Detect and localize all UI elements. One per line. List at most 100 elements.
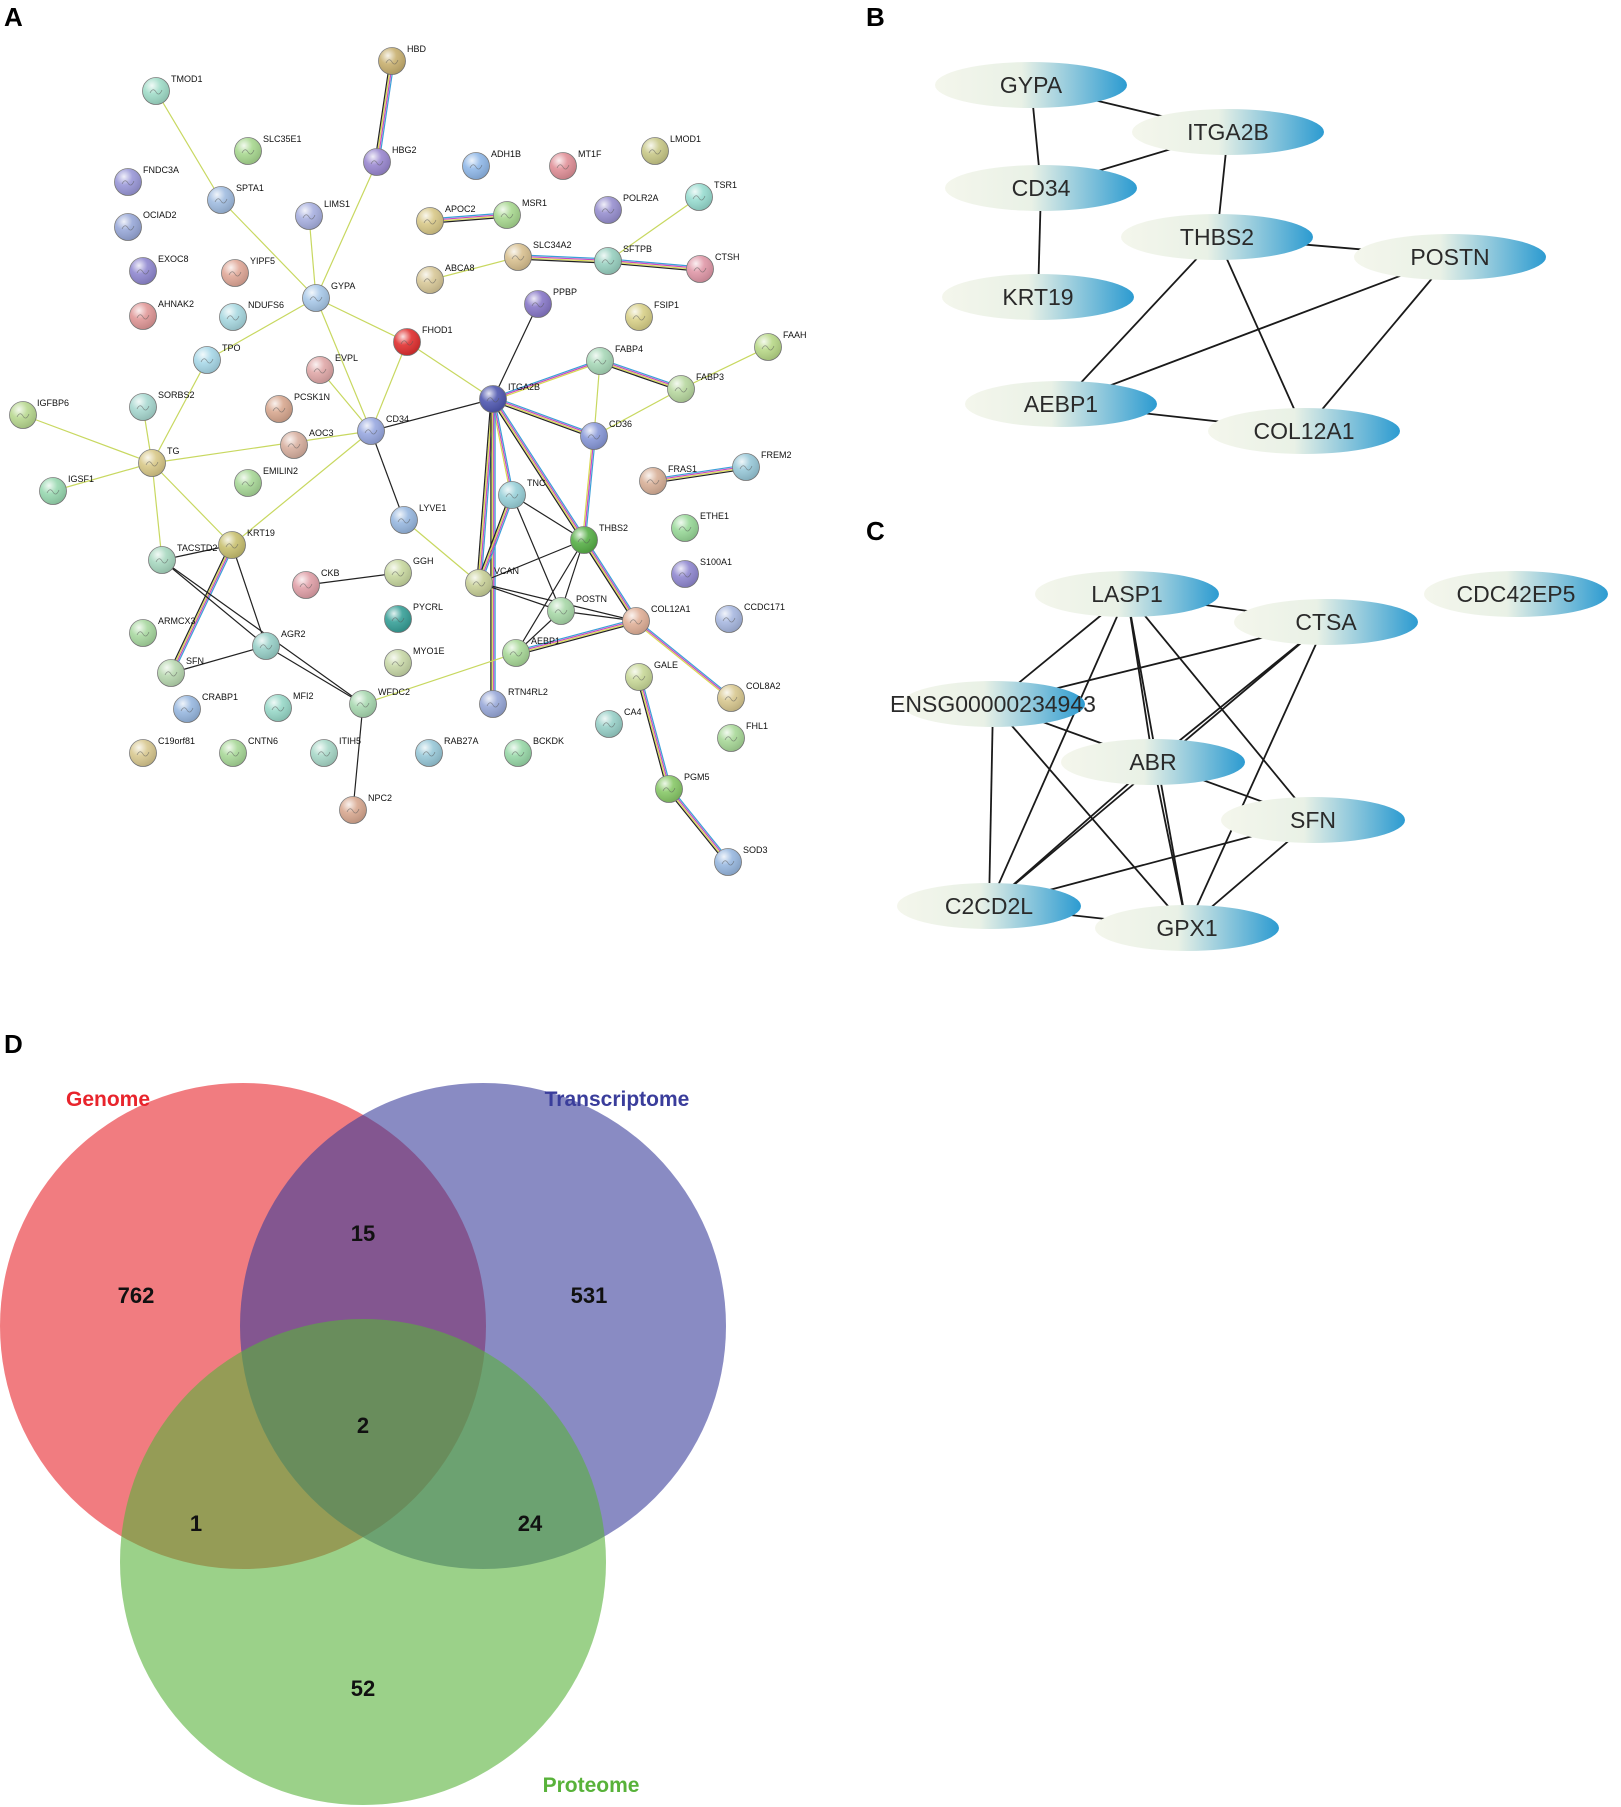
network-a-node: ITGA2B [479, 382, 540, 413]
network-a-node-structure-icon [722, 617, 736, 623]
network-a-node-structure-icon [272, 407, 286, 413]
network-a-node-label: IGFBP6 [37, 398, 69, 408]
network-a-node: CNTN6 [219, 736, 278, 767]
network-a-node-gloss [580, 422, 608, 450]
network-a-edge-strand [169, 544, 232, 673]
network-a-edge-strand [22, 414, 153, 464]
network-a-node-gloss [595, 710, 623, 738]
network-a-node-label: FNDC3A [143, 165, 179, 175]
network-a-edge-strand [492, 360, 601, 400]
network-b-edge [1060, 256, 1451, 405]
network-a-edge [315, 161, 378, 299]
network-a-edge-strand [374, 60, 391, 162]
network-c-node-ellipse [901, 681, 1085, 727]
network-a-node: SPTA1 [207, 183, 264, 214]
network-a-node-structure-icon [309, 296, 323, 302]
network-a-node-label: EMILIN2 [263, 466, 298, 476]
network-a-node-structure-icon [356, 702, 370, 708]
network-a-edge-strand [583, 435, 595, 541]
network-a-edge [652, 464, 747, 484]
network-a-edge [517, 254, 609, 264]
network-a-node-gloss [349, 690, 377, 718]
network-a-node: GALE [625, 660, 678, 691]
network-a-node-label: FABP3 [696, 372, 724, 382]
network-a-node-label: EVPL [335, 353, 358, 363]
network-a-edge-strand [518, 254, 609, 260]
network-c-node-ellipse [1424, 571, 1608, 617]
network-a-node-structure-icon [370, 160, 384, 166]
network-a-node: TPO [193, 343, 241, 374]
network-a-edge-strand [635, 620, 732, 699]
network-a-node: CD36 [580, 419, 632, 450]
network-a-edge [607, 196, 700, 262]
network-a-edge [370, 430, 405, 521]
network-a-node-gloss [384, 605, 412, 633]
network-a-edge-strand [517, 258, 608, 264]
panel-label-a: A [4, 2, 23, 32]
network-a-edge [370, 398, 494, 432]
network-b-node: ITGA2B [1132, 109, 1324, 155]
network-a-node: ABCA8 [416, 263, 475, 294]
network-c-node: LASP1 [1035, 571, 1219, 617]
network-b-node-label: POSTN [1410, 244, 1489, 270]
network-a-edge-strand [666, 789, 727, 864]
network-a-node: PCSK1N [265, 392, 330, 423]
network-a-edge-strand [584, 436, 596, 541]
network-a-edge-strand [220, 199, 317, 299]
network-a-node-gloss [114, 168, 142, 196]
network-c-node-ellipse [1095, 905, 1279, 951]
network-a-edge-strand [315, 161, 378, 299]
network-b-node-ellipse [1208, 408, 1400, 454]
network-a-node-label: EXOC8 [158, 254, 189, 264]
network-a-edge-strand [639, 676, 671, 789]
network-a-node-structure-icon [472, 581, 486, 587]
network-a-node-gloss [221, 259, 249, 287]
network-b-edge [1303, 256, 1451, 432]
network-c-node-label: CDC42EP5 [1457, 581, 1576, 607]
network-a-edge-strand [172, 545, 235, 675]
network-a-edge [305, 572, 399, 586]
network-a-node-structure-icon [500, 213, 514, 219]
network-a-edge [370, 341, 408, 432]
network-a-node: LMOD1 [641, 134, 701, 165]
panel-label-c: C [866, 516, 885, 546]
network-a-node-structure-icon [486, 702, 500, 708]
network-c-nodes: LASP1CTSACDC42EP5ENSG00000234943ABRSFNC2… [890, 571, 1608, 951]
panel-label-b: B [866, 2, 885, 32]
network-a-node-structure-icon [554, 609, 568, 615]
network-c-node: ABR [1061, 739, 1245, 785]
network-b: GYPAITGA2BCD34THBS2POSTNKRT19AEBP1COL12A… [935, 62, 1546, 454]
network-a-edge [582, 435, 596, 541]
network-a-node: MT1F [549, 149, 602, 180]
network-a-node-label: SFN [186, 656, 204, 666]
network-a-node-label: FSIP1 [654, 300, 679, 310]
network-a-node-gloss [390, 506, 418, 534]
network-a-edge-strand [581, 540, 635, 623]
network-a-node-label: FHL1 [746, 721, 768, 731]
network-a-edge-strand [636, 619, 733, 698]
network-c-node: CTSA [1234, 599, 1418, 645]
network-a-edge-strand [593, 388, 682, 437]
network-a-edge-strand [585, 538, 639, 621]
network-a-node: NPC2 [339, 793, 392, 824]
network-a-node-structure-icon [16, 413, 30, 419]
network-b-node-ellipse [942, 274, 1134, 320]
network-a-node: ARMCX3 [129, 616, 196, 647]
network-a-node-gloss [625, 663, 653, 691]
venn-label-transcriptome: Transcriptome [545, 1088, 690, 1111]
network-a-edge-strand [231, 544, 267, 647]
network-a-node: CA4 [595, 707, 642, 738]
network-a-node-label: CTSH [715, 252, 740, 262]
network-a-node: C19orf81 [129, 736, 195, 767]
network-a-node-label: ARMCX3 [158, 616, 196, 626]
network-b-node-ellipse [945, 165, 1137, 211]
network-a-edge-strand [151, 462, 233, 546]
network-b-node-ellipse [935, 62, 1127, 108]
network-a-node-structure-icon [226, 315, 240, 321]
network-a-node: PYCRL [384, 602, 443, 633]
network-a-node-gloss [594, 247, 622, 275]
network-a-node-gloss [549, 152, 577, 180]
network-a-edge [680, 346, 769, 390]
network-a-node-gloss [641, 137, 669, 165]
network-a-edge-strand [493, 361, 601, 401]
